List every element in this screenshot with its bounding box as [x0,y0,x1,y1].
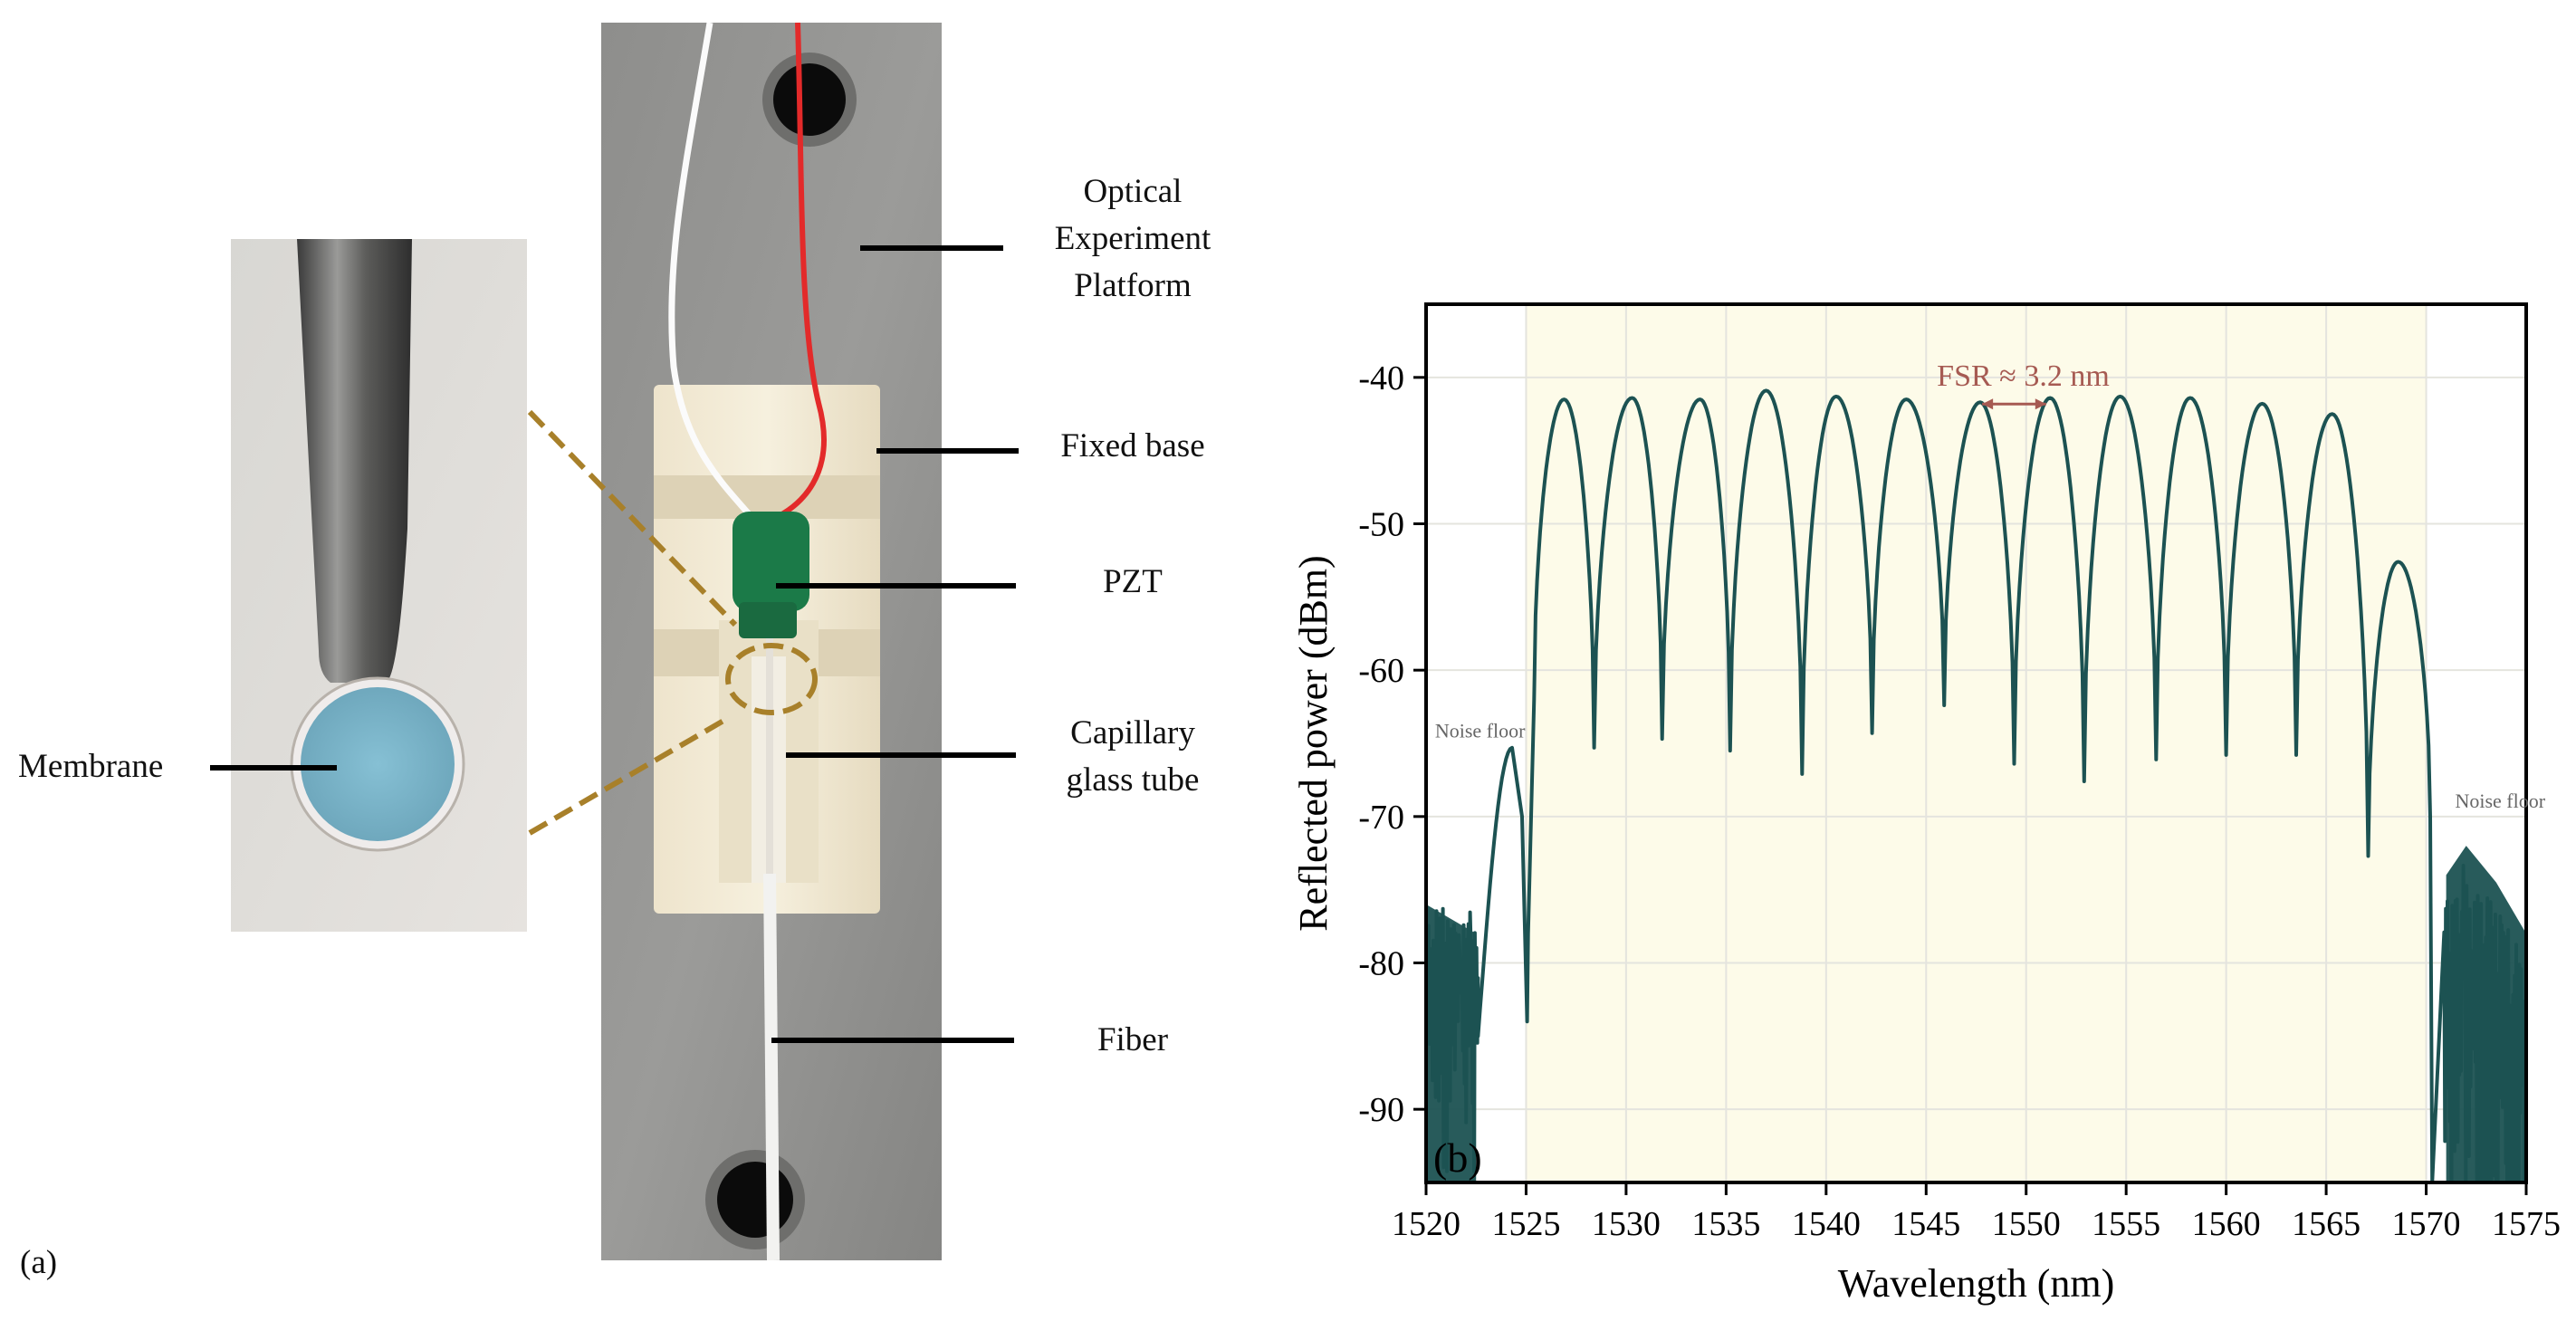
callout-ellipse [725,643,818,715]
x-tick-label: 1545 [1891,1205,1960,1243]
leader-capillary [786,752,1016,758]
fsr-arrowhead-left [1982,398,1994,410]
leader-fiber [771,1038,1014,1043]
highlight-band [1526,304,2427,1182]
leader-pzt [776,583,1016,589]
noise-floor-label-right: Noise floor [2455,790,2545,812]
leader-membrane [210,765,337,771]
callout-line-top [527,409,738,627]
label-optical-platform: Optical Experiment Platform [1054,173,1211,304]
leader-fixed-base [876,448,1019,454]
label-fiber: Fiber [1096,1021,1169,1058]
y-tick-label: -50 [1358,506,1404,544]
x-tick-label: 1525 [1491,1205,1560,1243]
x-tick-label: 1535 [1691,1205,1760,1243]
x-tick-label: 1565 [2292,1205,2361,1243]
noise-floor-label-left: Noise floor [1435,720,1526,742]
fsr-arrowhead-right [2035,398,2046,410]
panel-a-tag: (a) [20,1244,58,1281]
y-tick-label: -90 [1358,1091,1404,1129]
y-tick-label: -60 [1358,652,1404,690]
left-noise-fill [1426,904,1477,1182]
x-tick-label: 1540 [1792,1205,1861,1243]
spectrum-line [1426,388,2526,1182]
panel-b-tag: (b) [1433,1134,1482,1181]
label-pzt: PZT [1103,563,1163,600]
label-membrane: Membrane [18,748,164,785]
series-group [1426,388,2526,1182]
y-tick-label: -40 [1358,359,1404,397]
right-noise-fill [2446,846,2526,1182]
plot-frame [1424,302,2528,1184]
x-tick-label: 1530 [1592,1205,1661,1243]
x-tick-label: 1520 [1392,1205,1460,1243]
x-axis-label: Wavelength (nm) [1838,1261,2115,1306]
membrane-inset-photo [231,239,527,932]
label-fixed-base: Fixed base [1060,427,1205,464]
label-capillary: Capillary glass tube [1066,714,1200,799]
y-tick-label: -70 [1358,799,1404,837]
callout-line-bottom [528,714,732,836]
x-tick-label: 1575 [2492,1205,2561,1243]
leader-optical-platform [860,245,1003,251]
x-tick-label: 1550 [1992,1205,2061,1243]
x-tick-label: 1570 [2392,1205,2461,1243]
x-tick-label: 1560 [2192,1205,2261,1243]
callout-lines [527,409,818,836]
fsr-annotation-label: FSR ≈ 3.2 nm [1937,359,2110,393]
y-axis-label: Reflected power (dBm) [1291,555,1336,931]
y-tick-label: -80 [1358,945,1404,983]
x-tick-label: 1555 [2092,1205,2160,1243]
setup-photo [601,23,942,1260]
